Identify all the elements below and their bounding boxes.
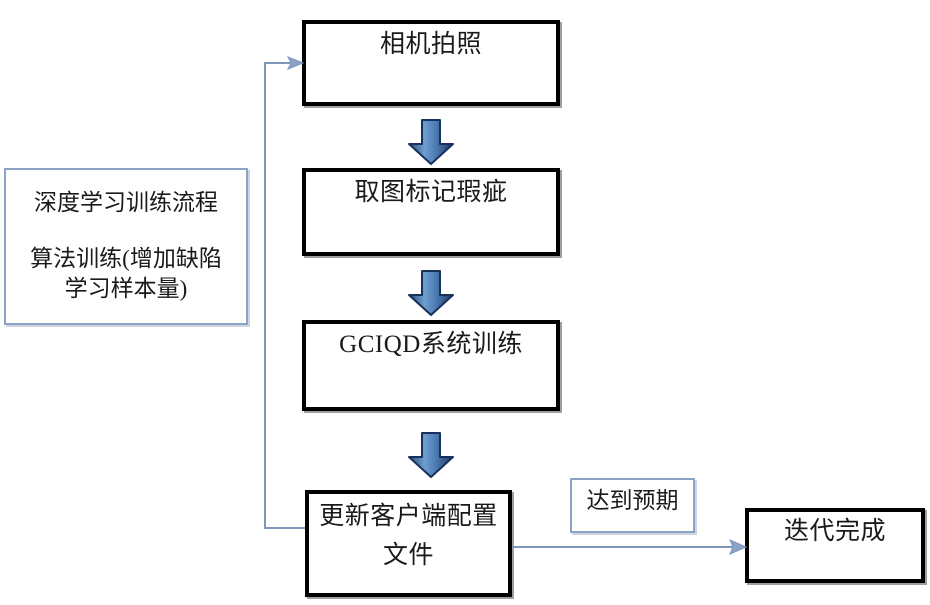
feedback-arrowhead-icon: [286, 56, 305, 70]
down-block-arrow-icon: [408, 119, 454, 165]
edge-label-expected-reached: 达到预期: [586, 488, 679, 513]
down-block-arrow-1: [407, 119, 455, 165]
process-label-update-client-config-line2: 文件: [382, 541, 434, 569]
to-done-arrowhead-icon: [729, 539, 748, 555]
process-label-gciqd-system-training: GCIQD系统训练: [339, 331, 523, 358]
process-box-update-client-config[interactable]: 更新客户端配置 文件: [305, 490, 512, 597]
process-label-update-client-config-line1: 更新客户端配置: [319, 503, 498, 530]
edge-label-box-expected-reached: 达到预期: [570, 478, 695, 533]
down-block-arrow-3: [407, 432, 455, 478]
note-line-1: 深度学习训练流程: [34, 190, 218, 215]
process-box-capture-mark-defect[interactable]: 取图标记瑕疵: [302, 168, 560, 256]
feedback-loop-path: [264, 62, 305, 529]
down-block-arrow-2: [407, 270, 455, 316]
down-block-arrow-icon: [408, 270, 454, 316]
note-line-2: 算法训练(增加缺陷: [30, 245, 222, 271]
process-label-iteration-complete: 迭代完成: [783, 518, 886, 545]
process-label-camera-capture: 相机拍照: [379, 31, 482, 58]
process-box-gciqd-system-training[interactable]: GCIQD系统训练: [302, 320, 560, 411]
note-line-3: 学习样本量): [64, 275, 188, 301]
down-block-arrow-icon: [408, 432, 454, 478]
process-box-iteration-complete[interactable]: 迭代完成: [745, 508, 925, 583]
deep-learning-training-note: 深度学习训练流程 算法训练(增加缺陷 学习样本量): [4, 168, 248, 325]
process-label-capture-mark-defect: 取图标记瑕疵: [354, 179, 508, 206]
